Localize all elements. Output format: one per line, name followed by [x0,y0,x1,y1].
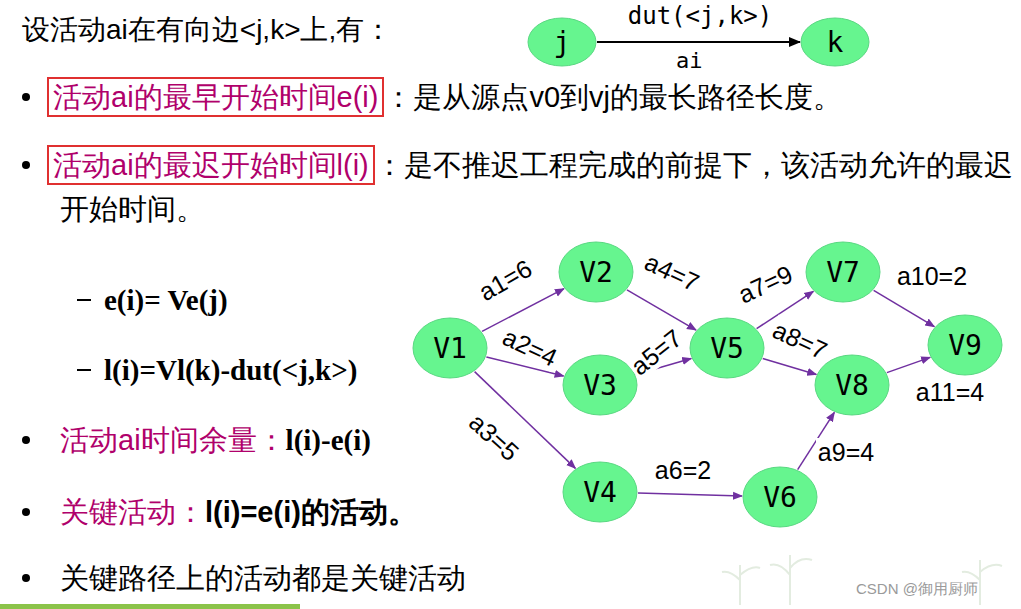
node-label: V3 [583,369,617,402]
node-label: k [827,26,844,59]
edge-label: dut(<j,k>) [626,2,775,30]
activity-arrow [763,359,817,375]
bullet-dot [22,93,30,101]
node-label: V4 [583,476,617,509]
edge-label: a3=5 [462,406,526,467]
event-node: V7 [805,241,881,303]
activity-arrow [874,290,935,326]
edge-label: a1=6 [472,253,538,307]
text-row: 关键路径上的活动都是关键活动 [60,556,620,600]
sprout-decoration [722,555,1002,605]
bullet-dot [22,508,30,516]
body-text: l(i)-e(i) [286,424,371,456]
node-label: V1 [433,332,467,365]
node-label: V6 [763,481,797,514]
event-node: V4 [562,461,638,523]
event-node: V8 [814,354,890,416]
edge-label: a4=7 [639,247,705,298]
node-label: V8 [835,369,869,402]
activity-arrow [597,41,800,43]
bullet-dot [22,436,30,444]
body-text: 关键路径上的活动都是关键活动 [60,562,466,594]
event-node: V1 [412,317,488,379]
edge-label: a5=7 [624,322,689,381]
text-row: l(i)=Vl(k)-dut(<j,k>) [104,348,444,392]
event-node: V9 [927,314,1003,376]
text-row: 活动ai的最早开始时间e(i)：是从源点v0到vj的最长路径长度。 [47,75,1017,119]
edge-label: a8=7 [767,315,833,366]
text-row: 设活动ai在有向边<j,k>上,有： [22,8,582,52]
body-text: ：是从源点v0到vj的最长路径长度。 [384,81,842,113]
node-label: V9 [948,329,982,362]
text-row: 活动ai的最迟开始时间l(i)：是不推迟工程完成的前提下，该活动允许的最迟开始时… [60,143,1015,231]
edge-subtitle: ai [676,48,703,73]
body-text: l(i)=e(i)的活动。 [205,496,417,528]
bullet-dot [22,161,30,169]
activity-arrow [627,290,696,330]
node-label: V7 [826,256,860,289]
text-row: e(i)= Ve(j) [104,278,424,322]
event-node: V5 [689,317,765,379]
footer-bar [0,604,300,609]
dash-marker [77,299,91,301]
dash-marker [77,369,91,371]
edge-label: a6=2 [653,456,713,484]
event-node: k [800,17,870,67]
highlight-term: 活动ai的最早开始时间e(i) [47,77,384,117]
node-label: V5 [710,332,744,365]
edge-label: a9=4 [816,438,876,466]
bullet-dot [22,574,30,582]
body-text: l(i)=Vl(k)-dut(<j,k>) [104,354,357,386]
body-text: 活动ai时间余量： [60,424,286,456]
text-row: 活动ai时间余量：l(i)-e(i) [60,418,460,462]
event-node: V2 [558,241,634,303]
body-text: 关键活动： [60,496,205,528]
edge-label: a7=9 [732,259,798,310]
body-text: e(i)= Ve(j) [104,284,228,316]
body-text: 设活动ai在有向边<j,k>上,有： [22,14,392,45]
edge-label: a2=4 [497,322,563,373]
edge-label: a11=4 [914,378,986,406]
event-node: V6 [742,466,818,528]
text-row: 关键活动：l(i)=e(i)的活动。 [60,490,500,534]
node-label: j [554,26,571,59]
highlight-term: 活动ai的最迟开始时间l(i) [47,145,375,185]
activity-arrow [887,357,930,372]
node-label: V2 [579,256,613,289]
event-node: j [527,17,597,67]
watermark: CSDN @御用厨师 [856,580,978,599]
activity-arrow [638,493,742,496]
edge-label: a10=2 [895,262,969,290]
